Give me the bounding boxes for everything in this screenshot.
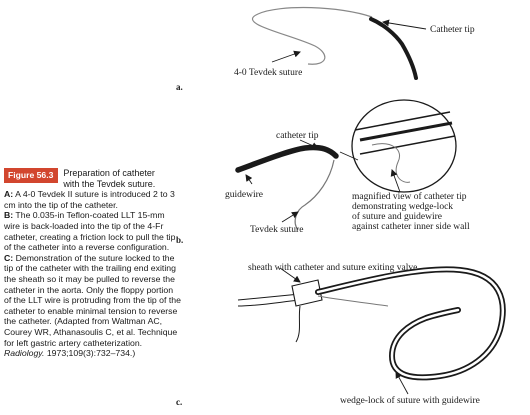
tevdek-suture-a — [251, 6, 373, 65]
pointer-magnified — [390, 169, 401, 193]
caption-part-c: C: Demonstration of the suture locked to… — [4, 252, 181, 359]
caption-part-b: B: The 0.035-in Teflon-coated LLT 15-mm … — [4, 210, 176, 253]
label-magnified-2: demonstrating wedge-lock — [352, 202, 453, 212]
panel-a: Catheter tip 4-0 Tevdek suture a. — [176, 6, 475, 92]
magnified-guidewire — [359, 121, 453, 142]
label-suture-a: 4-0 Tevdek suture — [234, 68, 302, 78]
caption-title: Preparation of catheter with the Tevdek … — [63, 168, 156, 189]
panel-c: sheath with catheter and suture exiting … — [176, 263, 506, 407]
label-suture-b: Tevdek suture — [250, 225, 303, 235]
caption-part-a: A: A 4-0 Tevdek II suture is introduced … — [4, 189, 175, 210]
label-wedge: wedge-lock of suture with guidewire — [340, 395, 480, 406]
sheath-sideport — [295, 305, 301, 343]
figure-badge: Figure 56.3 — [4, 168, 59, 183]
panel-a-label: a. — [176, 82, 183, 92]
catheter-b — [235, 144, 339, 173]
pointer-suture-b — [281, 211, 299, 223]
pointer-guidewire-b — [245, 174, 253, 185]
figure-caption: Figure 56.3 Preparation of catheter with … — [4, 168, 182, 359]
suture-trailing-c — [317, 295, 389, 307]
panel-b-label: b. — [176, 235, 183, 245]
magnifier-connector — [339, 151, 359, 161]
pointer-wedge — [395, 371, 409, 395]
label-catheter-tip-a: Catheter tip — [430, 25, 475, 35]
magnified-suture — [371, 143, 411, 183]
catheter-a — [369, 17, 418, 80]
tevdek-suture-b — [294, 159, 335, 231]
pointer-sheath — [279, 267, 301, 283]
journal-name: Radiology. — [4, 348, 45, 359]
panel-b: catheter tip guidewire Tevdek suture mag… — [176, 99, 470, 245]
label-magnified-4: against catheter inner side wall — [352, 222, 470, 232]
label-catheter-tip-b: catheter tip — [276, 131, 319, 141]
pointer-catheter-tip-b — [299, 139, 319, 149]
label-sheath: sheath with catheter and suture exiting … — [248, 263, 417, 273]
catheter-loop-c-inner — [316, 268, 505, 379]
panel-c-label: c. — [176, 397, 182, 407]
magnified-catheter-bottom — [359, 135, 456, 155]
label-magnified-3: of suture and guidewire — [352, 211, 442, 222]
label-magnified-1: magnified view of catheter tip — [352, 191, 467, 202]
pointer-suture-a — [271, 50, 301, 63]
sheath-tube — [237, 293, 301, 301]
sheath-hub — [291, 279, 323, 307]
caption-heading: Figure 56.3 Preparation of catheter with … — [4, 168, 182, 189]
magnified-catheter-top — [354, 111, 451, 131]
sheath-tube-lower — [237, 299, 301, 307]
label-guidewire-b: guidewire — [225, 190, 263, 200]
pointer-catheter-tip-a — [382, 19, 427, 30]
